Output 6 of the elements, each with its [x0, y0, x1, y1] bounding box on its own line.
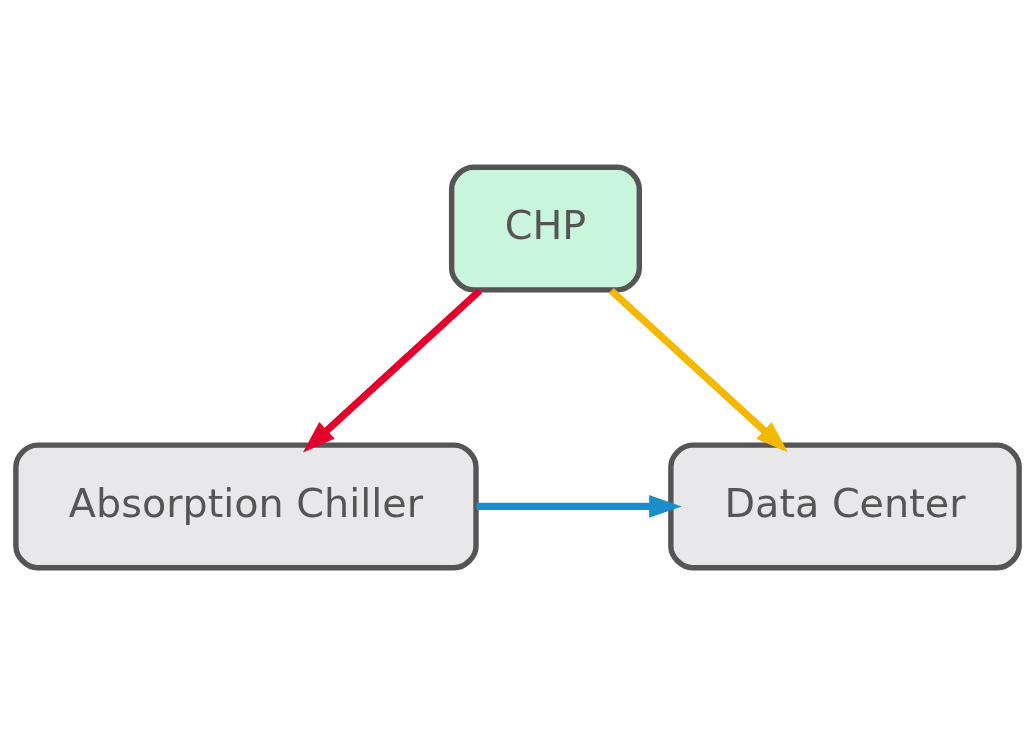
arrow	[608, 287, 788, 453]
node-box: Absorption Chiller	[13, 442, 479, 571]
arrow	[302, 287, 483, 453]
node-box: Data Center	[668, 442, 1022, 571]
node-box: CHP	[448, 164, 642, 293]
arrow	[476, 495, 682, 518]
